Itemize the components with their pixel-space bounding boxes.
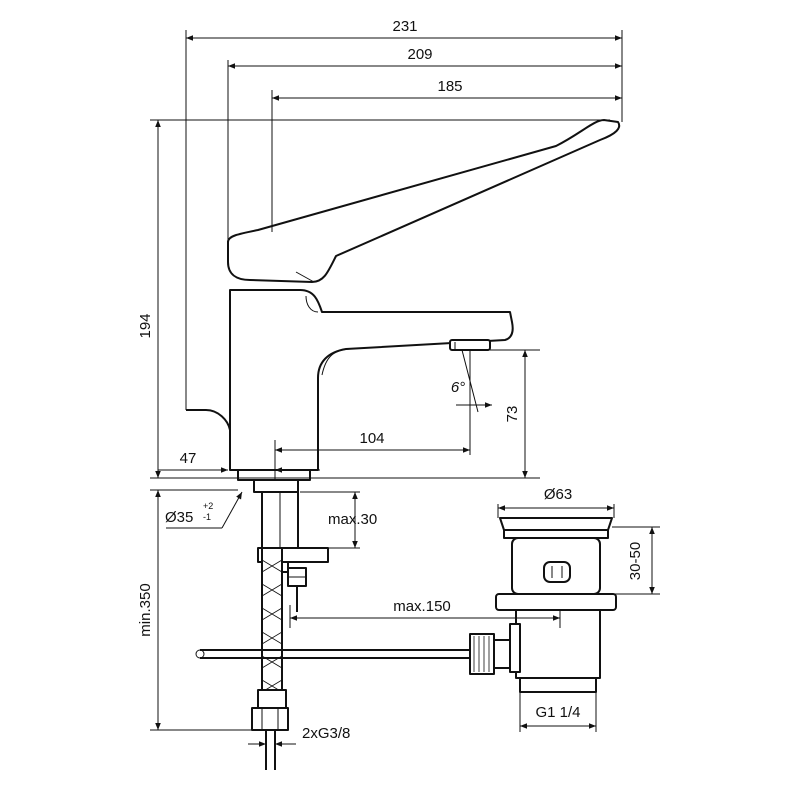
hose-nut xyxy=(251,707,289,731)
dim-max-thickness: max.30 xyxy=(328,511,377,528)
hose-connector xyxy=(257,689,287,709)
waste-cap xyxy=(499,517,613,531)
aerator xyxy=(449,339,491,351)
dim-overall-width: 231 xyxy=(392,18,417,35)
faucet xyxy=(186,119,621,770)
dim-waste-thread: G1 1/4 xyxy=(535,704,580,721)
waste-lower-body xyxy=(515,609,601,679)
dim-height: 194 xyxy=(137,313,154,338)
dim-spout-projection: 104 xyxy=(359,430,384,447)
dimension-labels: 231 209 185 194 47 104 73 6° Ø35 +2 -1 m… xyxy=(137,18,644,742)
dim-angle: 6° xyxy=(451,379,465,396)
waste-flange xyxy=(495,593,617,611)
faucet-body xyxy=(229,289,514,471)
dim-waste-range: 30-50 xyxy=(627,542,644,580)
dimension-lines xyxy=(150,30,660,750)
pop-up-waste xyxy=(195,517,617,693)
dim-connection: 2xG3/8 xyxy=(302,725,350,742)
dim-spout-height: 73 xyxy=(504,406,521,423)
waste-slot xyxy=(543,561,571,583)
dim-offset: 47 xyxy=(180,450,197,467)
dim-hole-tol-minus: -1 xyxy=(203,512,211,522)
dim-max-150: max.150 xyxy=(393,598,451,615)
dim-min-length: min.350 xyxy=(137,583,154,636)
dim-waste-diameter: Ø63 xyxy=(544,486,572,503)
waste-thread xyxy=(519,677,597,693)
dim-hole-diameter: Ø35 xyxy=(165,509,193,526)
lever-handle xyxy=(227,119,621,283)
pop-up-rod xyxy=(186,409,231,431)
dim-hole-tol-plus: +2 xyxy=(203,501,213,511)
dim-handle-width: 209 xyxy=(407,46,432,63)
dim-spout-reach: 185 xyxy=(437,78,462,95)
